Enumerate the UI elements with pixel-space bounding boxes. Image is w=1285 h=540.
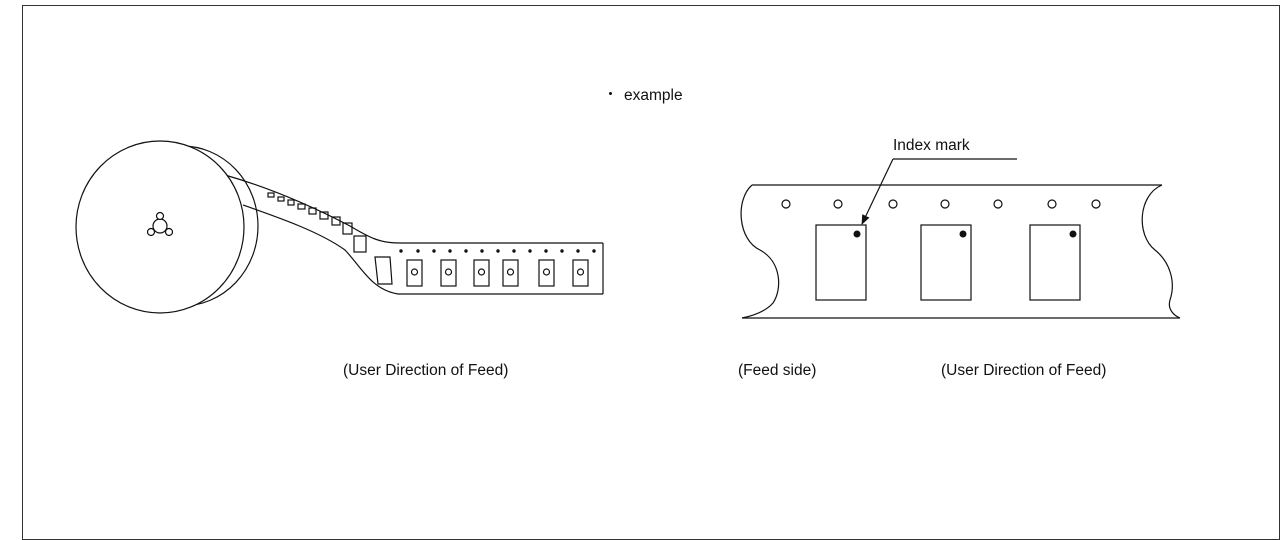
feed-side-label: (Feed side) — [738, 362, 817, 379]
sprocket-holes-left — [399, 249, 596, 253]
tape-pockets-curved — [267, 192, 393, 285]
index-mark-dots — [853, 230, 1077, 238]
tape-pockets-flat — [406, 259, 589, 287]
reel-illustration — [75, 140, 604, 314]
index-mark-label: Index mark — [893, 137, 970, 154]
feed-direction-label-right: (User Direction of Feed) — [941, 362, 1107, 379]
bullet-dot — [609, 92, 612, 96]
pocket-1 — [815, 224, 867, 301]
tape-strip-detail — [740, 158, 1181, 319]
pocket-3 — [1029, 224, 1081, 301]
feed-direction-label-left: (User Direction of Feed) — [343, 362, 509, 379]
example-bullet: example — [609, 87, 683, 105]
tape-edge-upper — [224, 174, 603, 244]
pocket-2 — [920, 224, 972, 301]
reel-front-flange — [75, 140, 245, 314]
index-mark-arrow — [861, 158, 894, 225]
example-label: example — [624, 87, 683, 104]
tape-edge-lower — [242, 204, 603, 295]
strip-left-break — [740, 184, 780, 319]
component-pockets — [815, 224, 1081, 301]
sprocket-holes-right — [781, 199, 1101, 209]
reel-hub-icon — [146, 211, 174, 237]
strip-right-break — [1141, 184, 1181, 319]
